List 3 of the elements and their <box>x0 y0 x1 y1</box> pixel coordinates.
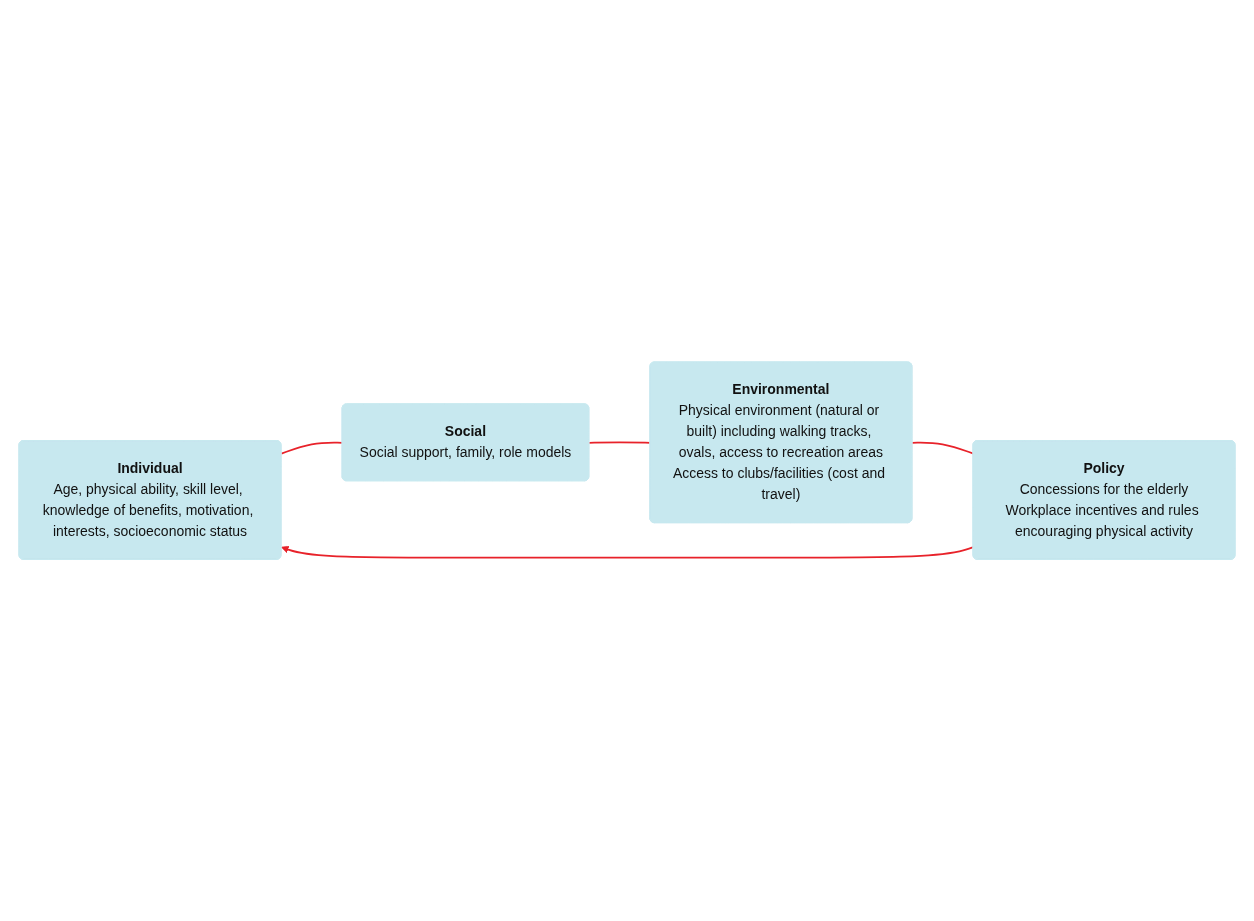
connector <box>280 441 344 455</box>
connector <box>911 441 975 455</box>
arrow <box>281 545 975 559</box>
